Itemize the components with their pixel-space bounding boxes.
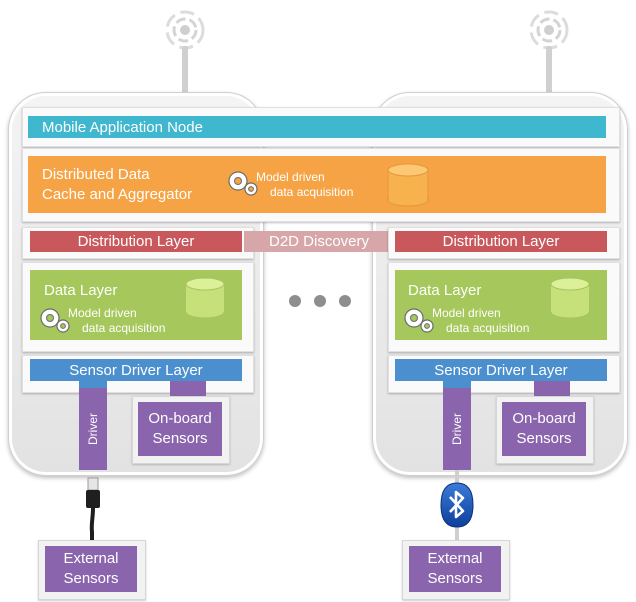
sensor-driver-layer-left: Sensor Driver Layer	[30, 359, 242, 381]
data-left-model-line2: data acquisition	[82, 321, 166, 335]
onboard-sensors-right: On-board Sensors	[502, 402, 586, 456]
d2d-discovery-label: D2D Discovery	[268, 233, 370, 250]
data-right-model-text: Model driven data acquisition	[432, 306, 529, 336]
right-antenna	[524, 6, 574, 100]
cache-model-line2: data acquisition	[270, 185, 354, 199]
gears-icon	[404, 308, 434, 333]
gears-icon	[40, 308, 70, 333]
cache-title-line2: Cache and Aggregator	[42, 185, 193, 203]
right-antenna-pole	[546, 46, 552, 100]
database-cylinder-icon	[185, 277, 225, 319]
external-left-line2: Sensors	[63, 570, 119, 587]
data-left-model-text: Model driven data acquisition	[68, 306, 165, 336]
left-antenna	[160, 6, 210, 100]
bluetooth-icon	[440, 482, 474, 528]
external-sensors-right: External Sensors	[409, 546, 501, 592]
database-cylinder-icon	[387, 163, 429, 207]
mobile-application-node-label: Mobile Application Node	[42, 118, 203, 136]
data-left-model-line1: Model driven	[68, 306, 137, 320]
driver-connector-left	[79, 381, 107, 389]
distribution-layer-right-label: Distribution Layer	[442, 233, 560, 250]
onboard-left-line1: On-board	[148, 410, 212, 427]
mobile-application-node: Mobile Application Node	[28, 116, 606, 138]
driver-left-label: Driver	[86, 413, 100, 445]
sensor-driver-layer-right-label: Sensor Driver Layer	[434, 361, 568, 379]
data-right-model-line2: data acquisition	[446, 321, 530, 335]
onboard-right-line2: Sensors	[516, 430, 572, 447]
distributed-cache-block: Distributed Data Cache and Aggregator	[28, 156, 606, 213]
driver-right: Driver	[443, 388, 471, 470]
sensor-driver-layer-right: Sensor Driver Layer	[395, 359, 607, 381]
cache-model-text: Model driven data acquisition	[256, 170, 353, 200]
external-sensors-left: External Sensors	[45, 546, 137, 592]
external-right-line2: Sensors	[427, 570, 483, 587]
gears-icon	[228, 171, 258, 196]
driver-left: Driver	[79, 388, 107, 470]
data-layer-left-label: Data Layer	[44, 282, 118, 299]
ellipsis-dot-3	[339, 295, 351, 307]
left-antenna-pole	[182, 46, 188, 100]
external-right-line1: External	[427, 550, 483, 567]
ellipsis-dot-2	[314, 295, 326, 307]
data-right-model-line1: Model driven	[432, 306, 501, 320]
database-cylinder-icon	[550, 277, 590, 319]
driver-connector-right	[443, 381, 471, 389]
distribution-layer-right: Distribution Layer	[395, 231, 607, 252]
cache-title-line1: Distributed Data	[42, 165, 150, 183]
onboard-sensors-left: On-board Sensors	[138, 402, 222, 456]
usb-cable-icon	[86, 477, 100, 542]
cache-model-line1: Model driven	[256, 170, 325, 184]
external-left-line1: External	[63, 550, 119, 567]
data-layer-right-label: Data Layer	[408, 282, 482, 299]
sensor-driver-layer-left-label: Sensor Driver Layer	[69, 361, 203, 379]
distribution-layer-left: Distribution Layer	[30, 231, 242, 252]
onboard-left-line2: Sensors	[152, 430, 208, 447]
ellipsis-dot-1	[289, 295, 301, 307]
onboard-right-line1: On-board	[512, 410, 576, 427]
d2d-discovery: D2D Discovery	[244, 231, 394, 252]
driver-right-label: Driver	[450, 413, 464, 445]
distribution-layer-left-label: Distribution Layer	[77, 233, 195, 250]
